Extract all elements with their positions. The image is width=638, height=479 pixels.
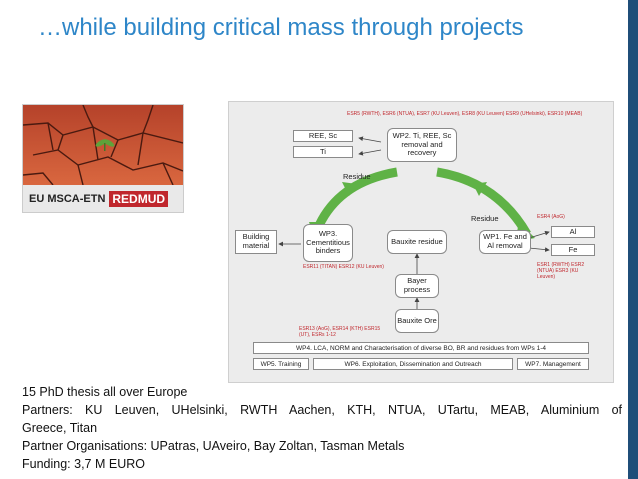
ti-output: Ti	[293, 146, 353, 158]
ree-sc-output: REE, Sc	[293, 130, 353, 142]
slide-title: …while building critical mass through pr…	[38, 14, 524, 41]
bottom-esr-list: ESR13 (AoG), ESR14 (KTH) ESR15 (UT), ESR…	[299, 326, 381, 338]
wp1-esr-top: ESR4 (AoG)	[537, 214, 565, 220]
info-partners: Partners: KU Leuven, UHelsinki, RWTH Aac…	[22, 403, 622, 417]
building-material-output: Building material	[235, 230, 277, 254]
logo-banner: EU MSCA-ETN REDMUD	[23, 185, 183, 212]
wp7-bar: WP7. Management	[517, 358, 589, 370]
wp2-esr-list: ESR5 (RWTH), ESR6 (NTUA), ESR7 (KU Leuve…	[347, 111, 583, 117]
project-info: 15 PhD thesis all over Europe Partners: …	[22, 383, 622, 473]
cycle-chevron-right	[473, 182, 487, 196]
project-diagram: ESR5 (RWTH), ESR6 (NTUA), ESR7 (KU Leuve…	[228, 101, 614, 383]
wp6-bar: WP6. Exploitation, Dissemination and Out…	[313, 358, 513, 370]
wp5-bar: WP5. Training	[253, 358, 309, 370]
wp2-box: WP2. Ti, REE, Sc removal and recovery	[387, 128, 457, 162]
residue-label-right: Residue	[471, 214, 499, 223]
bauxite-ore-box: Bauxite Ore	[395, 309, 439, 333]
logo-brand-text: REDMUD	[109, 190, 169, 207]
al-output: Al	[551, 226, 595, 238]
cracked-soil-image	[23, 105, 183, 185]
wp1-box: WP1. Fe and Al removal	[479, 230, 531, 254]
wp4-bar: WP4. LCA, NORM and Characterisation of d…	[253, 342, 589, 354]
wp3-esr-list: ESR11 (TITAN) ESR12 (KU Leuven)	[303, 264, 384, 270]
info-partners-cont: Greece, Titan	[22, 421, 98, 435]
bayer-process-box: Bayer process	[395, 274, 439, 298]
residue-label-top: Residue	[343, 172, 371, 181]
wp1-esr-bottom: ESR1 (RWTH) ESR2 (NTUA) ESR3 (KU Leuven)	[537, 262, 585, 280]
accent-bar	[628, 0, 638, 479]
cycle-chevron-left	[342, 182, 357, 196]
bauxite-residue-box: Bauxite residue	[387, 230, 447, 254]
info-theses: 15 PhD thesis all over Europe	[22, 385, 188, 399]
logo-eu-text: EU MSCA-ETN	[29, 192, 106, 205]
project-logo: EU MSCA-ETN REDMUD	[22, 104, 184, 213]
info-funding: Funding: 3,7 M EURO	[22, 457, 145, 471]
cycle-arrow-right	[436, 167, 531, 237]
fe-output: Fe	[551, 244, 595, 256]
info-partner-organisations: Partner Organisations: UPatras, UAveiro,…	[22, 439, 405, 453]
wp3-box: WP3. Cementitious binders	[303, 224, 353, 262]
